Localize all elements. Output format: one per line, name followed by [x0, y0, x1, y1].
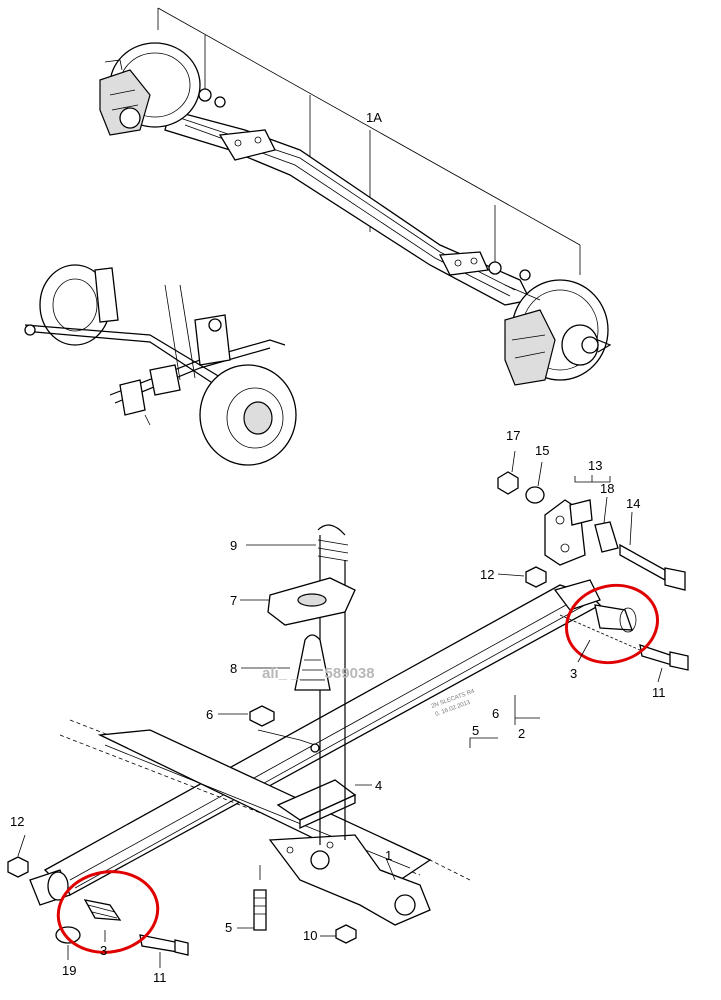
front-axle-assembly [99, 7, 612, 386]
label-5-bottom: 5 [225, 920, 232, 935]
label-17: 17 [506, 428, 520, 443]
label-13: 13 [588, 458, 602, 473]
rear-suspension-overview [24, 264, 297, 466]
highlight-circle-left [56, 870, 160, 954]
label-14: 14 [626, 496, 640, 511]
label-12-left: 12 [10, 814, 24, 829]
label-1: 1 [385, 848, 392, 863]
label-12-right: 12 [480, 567, 494, 582]
label-2: 2 [518, 726, 525, 741]
label-3-left: 3 [100, 943, 107, 958]
label-10: 10 [303, 928, 317, 943]
leaf-spring-exploded [7, 471, 689, 956]
highlight-circle-right [564, 583, 660, 665]
label-8: 8 [230, 661, 237, 676]
label-18: 18 [600, 481, 614, 496]
label-6-right: 6 [492, 706, 499, 721]
label-9: 9 [230, 538, 237, 553]
label-11-right: 11 [652, 685, 666, 700]
label-5-right: 5 [472, 723, 479, 738]
label-19: 19 [62, 963, 76, 978]
label-7: 7 [230, 593, 237, 608]
leader-lines [17, 450, 663, 968]
label-4: 4 [375, 778, 382, 793]
watermark-text: ali_ ____589038 [262, 665, 375, 682]
label-1A: 1A [366, 110, 382, 125]
label-15: 15 [535, 443, 549, 458]
label-11-left: 11 [153, 970, 167, 985]
label-3-right: 3 [570, 666, 577, 681]
label-6-left: 6 [206, 707, 213, 722]
